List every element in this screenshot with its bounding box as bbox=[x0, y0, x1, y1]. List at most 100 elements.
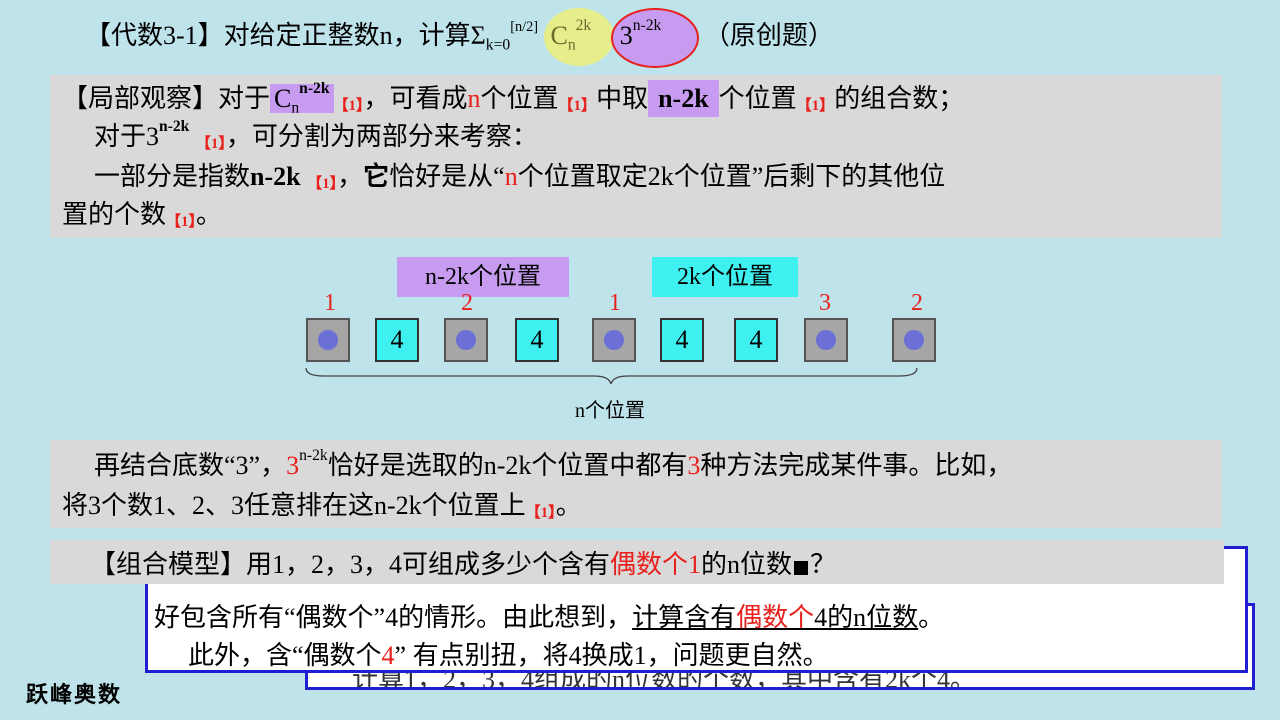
ref-tag: 【1】 bbox=[525, 505, 556, 521]
dot-icon bbox=[604, 330, 624, 350]
gray-position-box bbox=[804, 318, 848, 362]
bold-it: 它 bbox=[363, 162, 390, 191]
exponent: n-2k bbox=[159, 117, 190, 135]
cyan-position-box: 4 bbox=[734, 318, 778, 362]
text: ” 有点别扭，将4换成1，问题更自然。 bbox=[394, 641, 829, 670]
text: 个位置取定2k个位置”后剩下的其他位 bbox=[517, 162, 946, 191]
dot-icon bbox=[318, 330, 338, 350]
binomial-c: C bbox=[550, 21, 568, 50]
digit: 4 bbox=[749, 325, 763, 354]
text: 4的n位数 bbox=[814, 603, 919, 632]
text: 好包含所有“偶数个”4的情形。由此想到， bbox=[154, 603, 633, 632]
power-highlight: 3n-2k bbox=[610, 8, 699, 68]
text: 【组合模型】用1，2，3，4可组成多少个含有 bbox=[90, 550, 611, 579]
red-text: 4 bbox=[381, 641, 395, 670]
binomial-highlight-box: Cn n-2k bbox=[270, 81, 334, 117]
text: 计算含有 bbox=[632, 603, 737, 632]
text: ， bbox=[337, 162, 364, 191]
dot-icon bbox=[816, 330, 836, 350]
power-base: 3 bbox=[619, 21, 633, 50]
text: 此外，含“偶数个 bbox=[188, 641, 382, 670]
position-number: 1 bbox=[324, 290, 336, 316]
text: 一部分是指数 bbox=[94, 162, 251, 191]
slide-title: 【代数3-1】对给定正整数n，计算Σk=0[n/2] Cn 2k 3n-2k （原… bbox=[85, 8, 834, 68]
text: ，可分割为两部分来考察： bbox=[225, 122, 538, 151]
red-text: 偶数个1 bbox=[610, 550, 702, 579]
front-box-line1: 好包含所有“偶数个”4的情形。由此想到，计算含有偶数个4的n位数。 bbox=[154, 597, 944, 634]
text: 种方法完成某件事。比如， bbox=[700, 451, 1013, 480]
position-number: 2 bbox=[461, 290, 473, 316]
power-sup: n-2k bbox=[632, 16, 662, 34]
text: 恰好是选取的n-2k个位置中都有 bbox=[327, 451, 688, 480]
gray-position-box bbox=[306, 318, 350, 362]
n-2k-positions-label: n-2k个位置 bbox=[397, 257, 569, 297]
combination-model-panel: 【组合模型】用1，2，3，4可组成多少个含有偶数个1的n位数？ bbox=[50, 540, 1224, 584]
front-box-line2: 此外，含“偶数个4” 有点别扭，将4换成1，问题更自然。 bbox=[188, 635, 829, 672]
ref-tag: 【1】 bbox=[796, 98, 835, 114]
red-text: 偶数个 bbox=[736, 603, 815, 632]
base-three-panel: 再结合底数“3”，3n-2k恰好是选取的n-2k个位置中都有3种方法完成某件事。… bbox=[50, 440, 1222, 528]
bold-n-2k: n-2k bbox=[250, 162, 301, 191]
gray-position-box bbox=[444, 318, 488, 362]
text-cursor-icon bbox=[794, 561, 809, 575]
text: 再结合底数“3”， bbox=[94, 451, 287, 480]
sum-lower: k=0 bbox=[485, 36, 511, 54]
text: 中取 bbox=[596, 84, 649, 113]
text: 的n位数 bbox=[701, 550, 793, 579]
text: 置的个数 bbox=[62, 200, 167, 229]
dot-icon bbox=[904, 330, 924, 350]
panel2-line1: 再结合底数“3”，3n-2k恰好是选取的n-2k个位置中都有3种方法完成某件事。… bbox=[94, 448, 1012, 484]
text: ，可看成 bbox=[363, 84, 468, 113]
ref-tag: 【1】 bbox=[307, 176, 338, 192]
brace-icon bbox=[305, 367, 918, 385]
n-positions-label: n个位置 bbox=[575, 400, 645, 422]
position-number: 3 bbox=[819, 290, 831, 316]
ref-tag: 【1】 bbox=[166, 214, 197, 230]
text: 的组合数； bbox=[834, 84, 965, 113]
position-number: 1 bbox=[609, 290, 621, 316]
exponent: n-2k bbox=[299, 446, 328, 464]
dot-icon bbox=[456, 330, 476, 350]
binomial-sub: n bbox=[567, 36, 576, 54]
text: 个位置 bbox=[718, 84, 797, 113]
sum-upper: [n/2] bbox=[510, 19, 538, 36]
gray-position-box bbox=[892, 318, 936, 362]
text: 将3个数1、2、3任意排在这n-2k个位置上 bbox=[62, 491, 526, 520]
panel1-line2: 对于3n-2k 【1】，可分割为两部分来考察： bbox=[94, 119, 538, 162]
text: 。 bbox=[196, 200, 223, 229]
position-number: 2 bbox=[911, 290, 923, 316]
text: 对于3 bbox=[94, 122, 160, 151]
text: 恰好是从“ bbox=[389, 162, 505, 191]
binomial-sup: n-2k bbox=[299, 79, 330, 97]
panel1-line3: 一部分是指数n-2k 【1】，它恰好是从“n个位置取定2k个位置”后剩下的其他位 bbox=[94, 159, 945, 202]
red-three: 3 bbox=[687, 451, 701, 480]
brand-logo-text: 跃峰奥数 bbox=[26, 683, 123, 708]
red-n: n bbox=[467, 84, 481, 113]
title-suffix: （原创题） bbox=[703, 21, 834, 50]
cyan-position-box: 4 bbox=[375, 318, 419, 362]
text: 【局部观察】对于 bbox=[62, 84, 271, 113]
sum-limits: k=0[n/2] bbox=[485, 19, 538, 54]
combination-model-text: 【组合模型】用1，2，3，4可组成多少个含有偶数个1的n位数？ bbox=[90, 544, 836, 581]
digit: 4 bbox=[390, 325, 404, 354]
n-2k-highlight: n-2k bbox=[648, 80, 719, 117]
ref-tag: 【1】 bbox=[195, 136, 226, 152]
cyan-position-box: 4 bbox=[660, 318, 704, 362]
red-n: n bbox=[504, 162, 518, 191]
panel1-line4: 置的个数【1】。 bbox=[62, 197, 222, 240]
text: 个位置 bbox=[480, 84, 559, 113]
binomial-c: C bbox=[274, 84, 292, 113]
digit: 4 bbox=[530, 325, 544, 354]
binomial-sub: n bbox=[291, 99, 300, 117]
binomial-sup: 2k bbox=[575, 16, 592, 34]
ref-tag: 【1】 bbox=[558, 98, 597, 114]
ref-tag: 【1】 bbox=[333, 98, 364, 114]
binomial-highlight: Cn 2k bbox=[544, 8, 615, 66]
title-prefix: 【代数3-1】对给定正整数n，计算Σ bbox=[85, 21, 486, 50]
digit: 4 bbox=[675, 325, 689, 354]
cyan-position-box: 4 bbox=[515, 318, 559, 362]
text: 。 bbox=[555, 491, 582, 520]
2k-positions-label: 2k个位置 bbox=[652, 257, 798, 297]
